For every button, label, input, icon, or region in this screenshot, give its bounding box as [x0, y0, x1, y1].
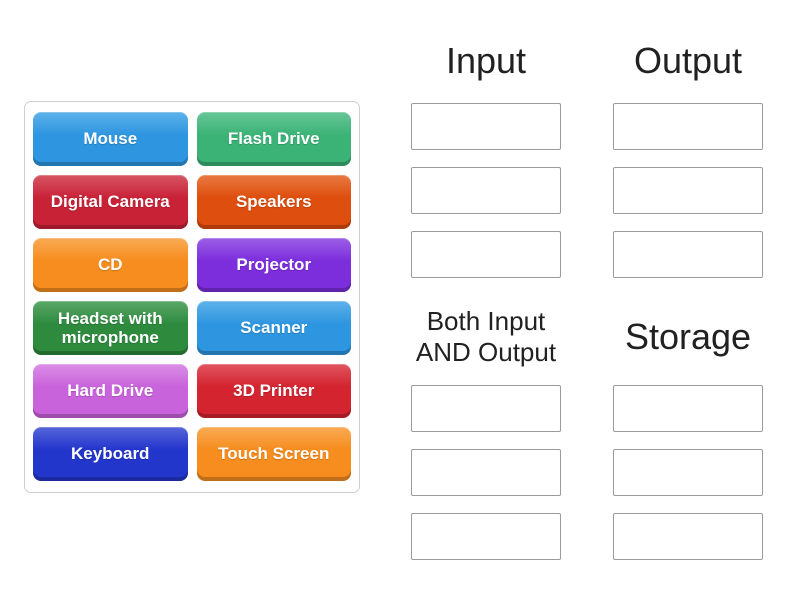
category-input: Input: [376, 30, 596, 278]
slot-column: [411, 385, 561, 560]
category-header-line: Output: [633, 40, 743, 81]
tile-digital-camera[interactable]: Digital Camera: [33, 175, 188, 229]
slot-column: [411, 103, 561, 278]
tile-touch-screen[interactable]: Touch Screen: [196, 427, 351, 481]
drop-slot-input-1[interactable]: [411, 103, 561, 150]
tile-projector[interactable]: Projector: [196, 238, 351, 292]
tile-keyboard[interactable]: Keyboard: [33, 427, 188, 481]
drop-slot-both-3[interactable]: [411, 513, 561, 560]
slot-column: [613, 103, 763, 278]
drop-slot-both-2[interactable]: [411, 449, 561, 496]
tile-speakers[interactable]: Speakers: [196, 175, 351, 229]
tile-flash-drive[interactable]: Flash Drive: [196, 112, 351, 166]
drop-slot-both-1[interactable]: [411, 385, 561, 432]
tile-cd[interactable]: CD: [33, 238, 188, 292]
category-storage: Storage: [578, 306, 798, 560]
tile-scanner[interactable]: Scanner: [196, 301, 351, 355]
category-both-input-and-output: Both Input AND Output: [376, 306, 596, 560]
drop-slot-storage-3[interactable]: [613, 513, 763, 560]
tile-tray: Mouse Flash Drive Digital Camera Speaker…: [24, 101, 360, 493]
slot-column: [613, 385, 763, 560]
tile-hard-drive[interactable]: Hard Drive: [33, 364, 188, 418]
drop-slot-input-3[interactable]: [411, 231, 561, 278]
category-header-output: Output: [634, 30, 742, 92]
drop-slot-output-1[interactable]: [613, 103, 763, 150]
category-header-line: Both Input: [426, 306, 546, 336]
drop-slot-output-2[interactable]: [613, 167, 763, 214]
category-header-both: Both Input AND Output: [416, 306, 556, 368]
drop-slot-output-3[interactable]: [613, 231, 763, 278]
drop-slot-storage-2[interactable]: [613, 449, 763, 496]
category-header-input: Input: [446, 30, 526, 92]
category-header-line: Storage: [624, 316, 752, 357]
tile-mouse[interactable]: Mouse: [33, 112, 188, 166]
tile-headset[interactable]: Headset with microphone: [33, 301, 188, 355]
drop-slot-input-2[interactable]: [411, 167, 561, 214]
category-header-line: AND Output: [415, 337, 557, 367]
category-header-storage: Storage: [625, 306, 751, 368]
tile-3d-printer[interactable]: 3D Printer: [196, 364, 351, 418]
category-output: Output: [578, 30, 798, 278]
category-header-line: Input: [445, 40, 527, 81]
drop-slot-storage-1[interactable]: [613, 385, 763, 432]
